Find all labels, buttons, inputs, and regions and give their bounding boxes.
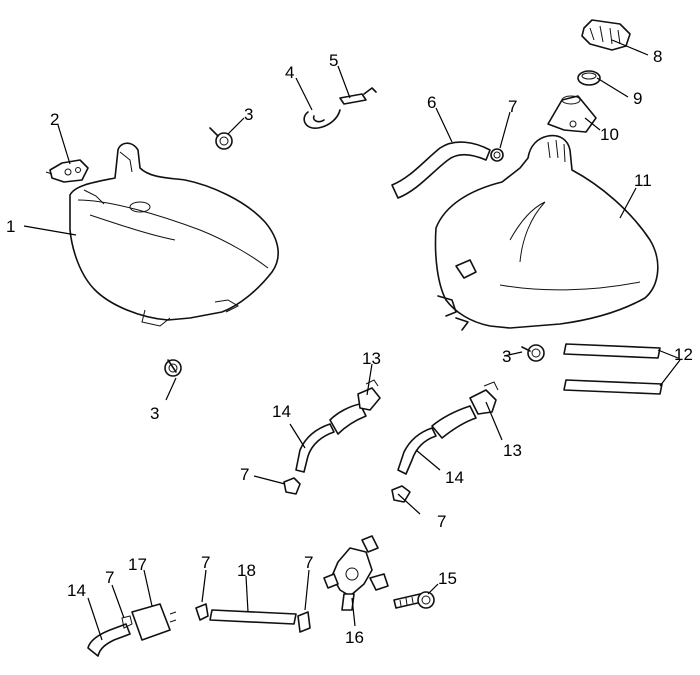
foam-strip-bottom bbox=[563, 379, 663, 395]
bolt-a bbox=[209, 127, 233, 150]
cap-gasket bbox=[577, 70, 601, 86]
callout-17: 17 bbox=[128, 555, 147, 574]
bolt-b bbox=[164, 359, 182, 377]
callout-1: 1 bbox=[6, 217, 15, 236]
mounting-bolt bbox=[393, 591, 435, 609]
callout-9: 9 bbox=[633, 89, 642, 108]
callout-7d: 7 bbox=[105, 568, 114, 587]
callout-7f: 7 bbox=[304, 553, 313, 572]
hose-clip-top bbox=[490, 148, 504, 162]
leader-lines bbox=[23, 39, 681, 641]
callout-3b: 3 bbox=[150, 404, 159, 423]
callout-14b: 14 bbox=[445, 468, 464, 487]
callout-5: 5 bbox=[329, 51, 338, 70]
callout-7e: 7 bbox=[201, 553, 210, 572]
fuel-tank-right bbox=[434, 134, 659, 331]
clip-right-of-hose bbox=[297, 611, 311, 633]
fuel-filter-assembly bbox=[87, 603, 177, 657]
callout-16: 16 bbox=[345, 628, 364, 647]
bolt-c bbox=[521, 344, 545, 362]
spring-clip bbox=[303, 109, 341, 129]
callout-6: 6 bbox=[427, 93, 436, 112]
callout-2: 2 bbox=[50, 110, 59, 129]
callout-10: 10 bbox=[600, 125, 619, 144]
clip-bracket bbox=[339, 87, 377, 105]
callout-3a: 3 bbox=[244, 105, 253, 124]
callout-7b: 7 bbox=[240, 465, 249, 484]
fuel-fitting bbox=[45, 159, 89, 183]
filler-neck bbox=[547, 95, 597, 133]
callout-8: 8 bbox=[653, 47, 662, 66]
callout-7a: 7 bbox=[508, 97, 517, 116]
callout-14c: 14 bbox=[67, 581, 86, 600]
callout-4: 4 bbox=[285, 63, 294, 82]
fuel-cap bbox=[581, 19, 631, 51]
callout-7c: 7 bbox=[437, 512, 446, 531]
callout-15: 15 bbox=[438, 569, 457, 588]
foam-strip-top bbox=[563, 343, 661, 359]
clip-left-of-hose bbox=[195, 603, 209, 621]
fuel-tank-left bbox=[69, 142, 279, 327]
callout-14a: 14 bbox=[272, 402, 291, 421]
vent-hose bbox=[391, 141, 491, 199]
fuel-line-assembly-right bbox=[391, 381, 499, 503]
callout-18: 18 bbox=[237, 561, 256, 580]
callout-3c: 3 bbox=[502, 347, 511, 366]
fuel-valve bbox=[323, 535, 389, 611]
callout-11: 11 bbox=[634, 171, 652, 190]
fuel-hose-straight bbox=[209, 609, 297, 625]
callout-13a: 13 bbox=[362, 349, 381, 368]
callout-13b: 13 bbox=[503, 441, 522, 460]
callout-12: 12 bbox=[674, 345, 693, 364]
fuel-line-assembly-left bbox=[283, 379, 381, 495]
callout-labels: 1 2 3 3 3 4 5 6 7 7 7 7 7 7 8 9 10 11 12… bbox=[6, 47, 693, 647]
